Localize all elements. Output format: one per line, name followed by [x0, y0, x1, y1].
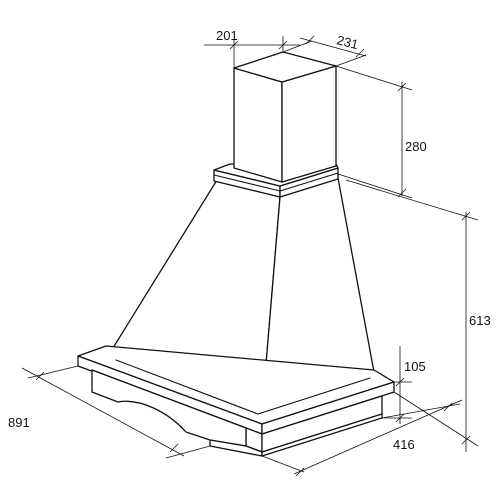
- dim-label-613: 613: [469, 313, 491, 328]
- extension-line: [345, 179, 479, 221]
- dim-label-201: 201: [216, 28, 238, 43]
- dimension-tick: [395, 413, 405, 423]
- dimension-hood-height: 613: [345, 179, 491, 452]
- dimension-total-depth: 416: [261, 399, 463, 477]
- dimension-tick: [461, 435, 471, 445]
- tray-inner-line: [115, 359, 259, 415]
- extension-line: [337, 173, 413, 199]
- dimension-line: [293, 399, 463, 475]
- extension-line: [335, 65, 413, 91]
- dimension-line: [299, 37, 367, 57]
- dim-label-105: 105: [404, 359, 426, 374]
- dimension-line: [21, 367, 185, 457]
- dimension-tick: [305, 35, 315, 45]
- dimension-tick: [229, 40, 239, 50]
- extension-line: [393, 391, 479, 447]
- dimension-tick: [278, 40, 288, 50]
- dimension-tick: [397, 188, 407, 198]
- dimension-tick: [461, 211, 471, 221]
- dimension-tick: [443, 402, 453, 412]
- extension-line: [261, 455, 305, 473]
- dim-label-280: 280: [405, 139, 427, 154]
- chimney-right-face: [281, 65, 337, 183]
- dimension-base-height: 105: [382, 346, 426, 424]
- dim-label-231: 231: [335, 32, 360, 52]
- collar-molding-line: [213, 174, 281, 192]
- chimney-left-face: [233, 67, 283, 183]
- dimension-chimney-depth: 231: [282, 32, 367, 67]
- dimension-tick: [35, 371, 45, 381]
- extension-line: [27, 365, 79, 379]
- collar-molding-line-side: [279, 172, 339, 192]
- dim-label-891: 891: [8, 415, 30, 430]
- dimension-total-width: 891: [8, 365, 211, 459]
- dimension-chimney-width: 201: [204, 28, 300, 68]
- dimension-tick: [355, 48, 365, 58]
- dimension-tick: [397, 82, 407, 92]
- dimension-chimney-height: 280: [335, 65, 427, 199]
- tray-inner-line-side: [257, 377, 371, 415]
- chimney: [233, 51, 337, 183]
- dimension-tick: [295, 467, 305, 477]
- base-frame: [77, 345, 395, 457]
- extension-line: [165, 445, 211, 459]
- dim-label-416: 416: [393, 437, 415, 452]
- extension-line: [335, 54, 367, 67]
- dimension-tick: [169, 443, 179, 453]
- dimension-tick: [395, 377, 405, 387]
